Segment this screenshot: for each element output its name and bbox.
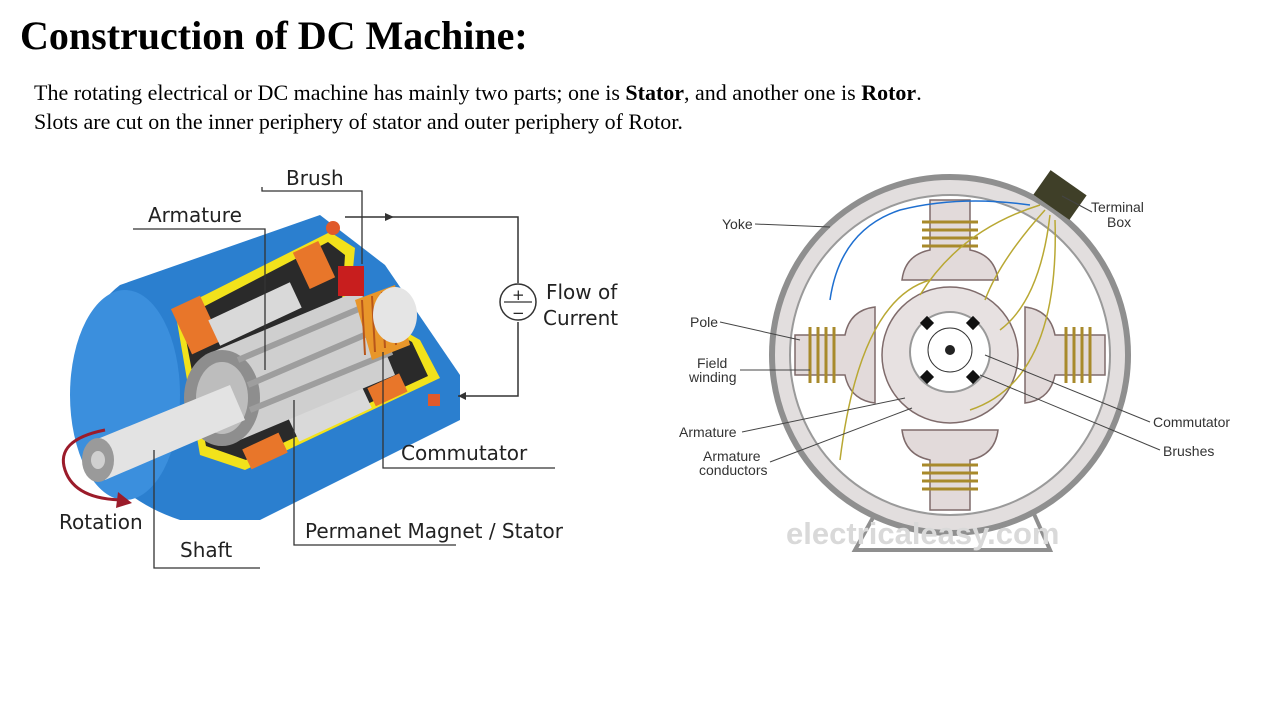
lower-brush xyxy=(428,394,440,406)
brush-block xyxy=(338,266,364,296)
field-winding-coils xyxy=(808,220,1092,491)
top-terminal xyxy=(326,221,340,235)
terminal-box xyxy=(1033,170,1087,220)
armature-label: Armature xyxy=(148,203,242,227)
current-circuit-wire xyxy=(345,216,519,283)
intro-paragraph: The rotating electrical or DC machine ha… xyxy=(34,78,922,136)
connection-wires xyxy=(839,204,1057,461)
stator-term: Stator xyxy=(625,80,685,105)
rotation-label: Rotation xyxy=(59,510,143,534)
brush-label: Brush xyxy=(286,166,344,190)
right-leader-lines xyxy=(719,195,1161,463)
annotation-stroke xyxy=(829,200,1031,301)
yoke-label: Yoke xyxy=(722,216,753,232)
commutator-label: Commutator xyxy=(401,441,528,465)
plus-sign: + xyxy=(512,286,525,304)
paragraph-text: The rotating electrical or DC machine ha… xyxy=(34,80,626,105)
rotor-term: Rotor xyxy=(861,80,917,105)
shaft-dot xyxy=(945,345,955,355)
armature-label-right: Armature xyxy=(679,424,737,440)
paragraph-text: . xyxy=(916,80,922,105)
paragraph-text: , and another one is xyxy=(684,80,862,105)
dc-machine-cross-section-diagram: Yoke Terminal Box Pole Field winding Arm… xyxy=(679,170,1230,552)
pole-label: Pole xyxy=(690,314,718,330)
commutator xyxy=(355,285,417,360)
page-title: Construction of DC Machine: xyxy=(20,13,528,58)
rotation-arrow xyxy=(62,428,126,502)
terminal-label: Terminal xyxy=(1091,199,1144,215)
current-arrowhead-top xyxy=(385,213,394,221)
watermark: electricaleasy.com xyxy=(786,516,1059,551)
brush-markers xyxy=(919,315,981,385)
current-arrowhead-bottom xyxy=(458,392,466,400)
current-label: Current xyxy=(543,306,618,330)
armature-conductors-label-1: Armature xyxy=(703,448,761,464)
leader-lines xyxy=(133,187,555,569)
field-label: Field xyxy=(697,355,727,371)
brushes-label: Brushes xyxy=(1163,443,1214,459)
armature-conductors-label-2: conductors xyxy=(699,462,767,478)
field-windings xyxy=(170,240,408,470)
current-circuit-return xyxy=(458,322,519,397)
flow-of-label: Flow of xyxy=(546,280,618,304)
shaft xyxy=(82,385,245,482)
paragraph-line-2: Slots are cut on the inner periphery of … xyxy=(34,109,683,134)
box-label: Box xyxy=(1107,214,1131,230)
paragraph-line-1: The rotating electrical or DC machine ha… xyxy=(34,78,922,107)
minus-sign: − xyxy=(512,304,525,322)
rotation-arrowhead xyxy=(116,492,132,508)
shaft-label: Shaft xyxy=(180,538,232,562)
stator-label: Permanet Magnet / Stator xyxy=(305,519,564,543)
commutator-label-right: Commutator xyxy=(1153,414,1230,430)
winding-label: winding xyxy=(688,369,736,385)
dc-motor-cutaway-diagram: + − Brush Armature Flow of Current Commu… xyxy=(59,166,618,569)
